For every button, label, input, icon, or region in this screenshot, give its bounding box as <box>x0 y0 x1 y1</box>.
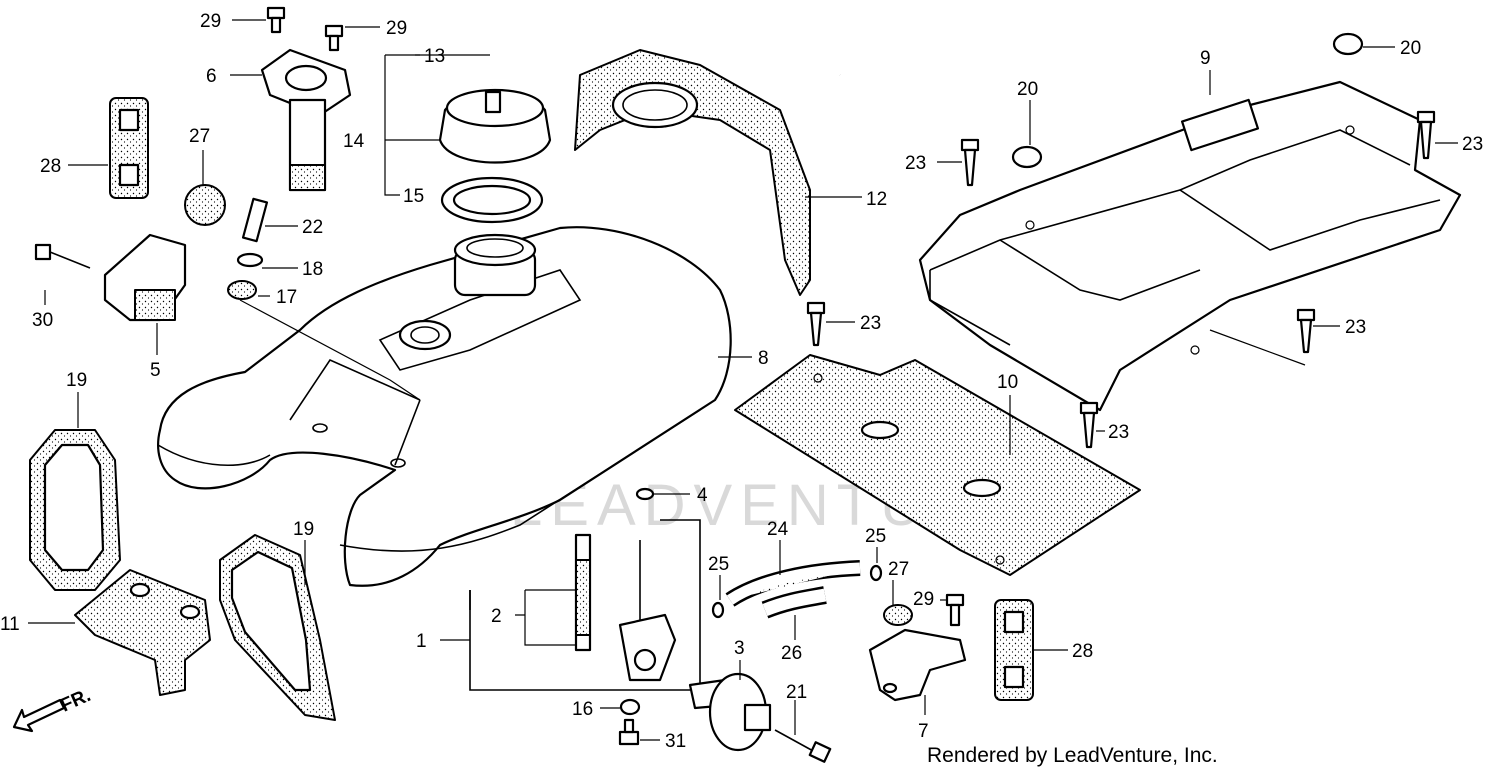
callout-29: 29 <box>386 18 407 39</box>
callout-5: 5 <box>150 360 161 381</box>
callout-13: 13 <box>424 46 445 67</box>
credit-text: Rendered by LeadVenture, Inc. <box>927 744 1218 767</box>
rubber-cushion-part-27-right <box>883 604 913 626</box>
callout-26: 26 <box>781 643 802 664</box>
callout-14: 14 <box>343 131 365 152</box>
gasket-part-15 <box>440 176 544 224</box>
callout-20: 20 <box>1017 79 1038 100</box>
fuel-gauge-part-6 <box>260 48 352 192</box>
callout-30: 30 <box>32 310 53 331</box>
washer-part-18 <box>236 252 264 268</box>
screw-part-21 <box>774 729 832 763</box>
callout-12: 12 <box>866 189 887 210</box>
clip-part-23-a <box>960 138 980 187</box>
callout-2: 2 <box>491 606 502 627</box>
callout-27: 27 <box>189 126 210 147</box>
callout-23: 23 <box>860 313 881 334</box>
clip-part-25-right <box>869 564 883 582</box>
nut-part-16 <box>619 698 641 716</box>
rubber-cushion-part-27 <box>184 184 226 226</box>
front-label: FR. <box>57 685 94 717</box>
callout-22: 22 <box>302 217 323 238</box>
grommet-part-20-top <box>1332 32 1364 56</box>
bolt-part-31 <box>618 718 640 746</box>
callout-23: 23 <box>1108 422 1129 443</box>
callout-23: 23 <box>1345 317 1366 338</box>
bolt-part-30 <box>34 243 52 261</box>
tank-bracket-part-12 <box>574 49 811 296</box>
callout-21: 21 <box>786 682 807 703</box>
bracket-part-11 <box>74 569 211 696</box>
callout-15: 15 <box>403 186 424 207</box>
clip-part-25-left <box>711 601 725 619</box>
callout-20: 20 <box>1400 38 1421 59</box>
fuel-cock-part-1 <box>469 519 701 691</box>
clip-part-23-e <box>1079 401 1099 449</box>
grommet-part-17 <box>227 280 257 300</box>
callout-31: 31 <box>665 731 686 752</box>
clip-part-23-d <box>1296 308 1316 354</box>
washer-part-4 <box>635 487 655 501</box>
mount-bracket-part-5 <box>103 233 187 322</box>
front-direction-arrow: FR. <box>12 685 94 733</box>
callout-25: 25 <box>708 554 729 575</box>
callout-28: 28 <box>40 156 61 177</box>
grommet-part-20-mid <box>1011 145 1043 169</box>
callout-labels: 29 29 6 13 14 15 12 9 20 20 23 23 28 27 … <box>0 11 1483 752</box>
callout-3: 3 <box>734 638 745 659</box>
callout-10: 10 <box>997 372 1018 393</box>
callout-1: 1 <box>416 631 427 652</box>
callout-19: 19 <box>66 370 87 391</box>
callout-6: 6 <box>206 66 217 87</box>
bolt-part-29-bottom <box>945 593 965 627</box>
callout-19: 19 <box>293 519 314 540</box>
callout-8: 8 <box>758 348 769 369</box>
fuel-cap-part-14 <box>438 88 552 164</box>
callout-28: 28 <box>1072 641 1093 662</box>
bolt-part-29-top-left <box>266 6 286 34</box>
callout-25: 25 <box>865 526 886 547</box>
callout-23: 23 <box>1462 134 1483 155</box>
callout-17: 17 <box>276 287 297 308</box>
callout-24: 24 <box>767 519 789 540</box>
callout-9: 9 <box>1200 48 1211 69</box>
callout-16: 16 <box>572 699 593 720</box>
callout-29: 29 <box>913 589 934 610</box>
fuel-tank-part-8 <box>157 226 732 587</box>
callout-11: 11 <box>0 614 20 635</box>
callout-18: 18 <box>302 259 323 280</box>
callout-7: 7 <box>918 721 929 742</box>
callout-29: 29 <box>200 11 221 32</box>
callout-23: 23 <box>905 153 926 174</box>
clip-part-23-b <box>1416 110 1436 160</box>
bolt-part-29-top-right <box>324 24 344 52</box>
tank-cover-part-9 <box>918 80 1462 412</box>
clip-part-23-c <box>806 301 826 347</box>
fuel-knob-part-3 <box>688 672 772 752</box>
callout-4: 4 <box>697 485 708 506</box>
bolt-part-22 <box>241 197 269 243</box>
callout-27: 27 <box>888 559 909 580</box>
bracket-part-7 <box>868 628 967 702</box>
foam-pad-part-10 <box>734 354 1141 576</box>
leader-lines <box>28 19 1458 741</box>
